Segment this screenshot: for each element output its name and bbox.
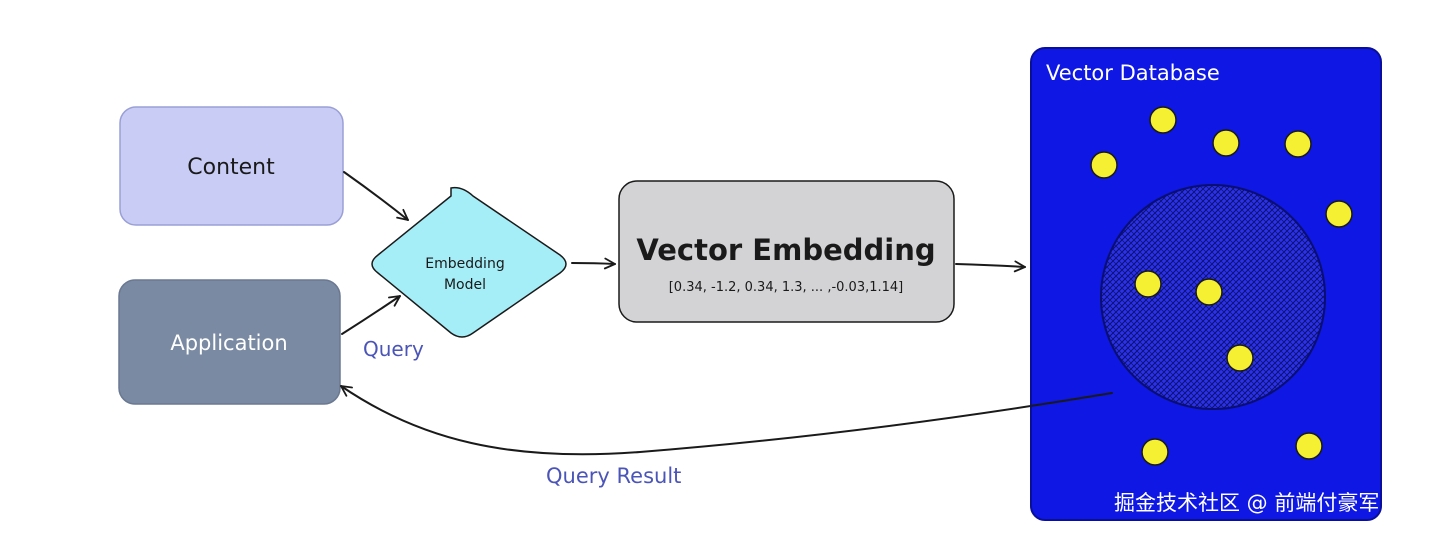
vector-point	[1134, 270, 1162, 298]
application-label: Application	[170, 331, 287, 355]
vector-point	[1325, 200, 1353, 228]
application-box	[118, 279, 341, 405]
embedding-model-node: Embedding Model	[371, 186, 567, 338]
vector-point	[1149, 106, 1177, 134]
model-to-embedding-arrow	[571, 257, 616, 270]
vector-point	[1295, 432, 1323, 460]
query-result-arrow	[340, 385, 1113, 456]
embedding-model-label-line2: Model	[444, 277, 486, 293]
vector-embedding-box	[618, 180, 955, 323]
vector-points	[1090, 106, 1353, 466]
content-node: Content	[119, 106, 344, 226]
vector-point	[1212, 129, 1240, 157]
content-to-model-arrow	[343, 171, 409, 221]
embedding-model-diamond	[371, 186, 567, 338]
application-to-model-arrow	[341, 295, 401, 335]
vector-point	[1090, 151, 1118, 179]
content-box	[119, 106, 344, 226]
vector-point	[1195, 278, 1223, 306]
vector-database-node: Vector Database	[1030, 47, 1382, 521]
watermark-text: 掘金技术社区 @ 前端付豪军	[1114, 491, 1379, 515]
vector-point	[1141, 438, 1169, 466]
vector-embedding-node: Vector Embedding [0.34, -1.2, 0.34, 1.3,…	[618, 180, 955, 323]
vector-embedding-values: [0.34, -1.2, 0.34, 1.3, ... ,-0.03,1.14]	[669, 280, 904, 295]
vector-database-label: Vector Database	[1046, 61, 1220, 85]
application-node: Application	[118, 279, 341, 405]
query-result-label: Query Result	[546, 464, 681, 488]
query-label: Query	[363, 337, 424, 361]
content-label: Content	[187, 155, 275, 180]
embedding-model-label-line1: Embedding	[425, 256, 504, 272]
edges	[340, 171, 1113, 456]
embedding-to-database-arrow	[955, 260, 1026, 273]
vector-point	[1284, 130, 1312, 158]
vector-point	[1226, 344, 1254, 372]
vector-embedding-title: Vector Embedding	[636, 233, 935, 267]
